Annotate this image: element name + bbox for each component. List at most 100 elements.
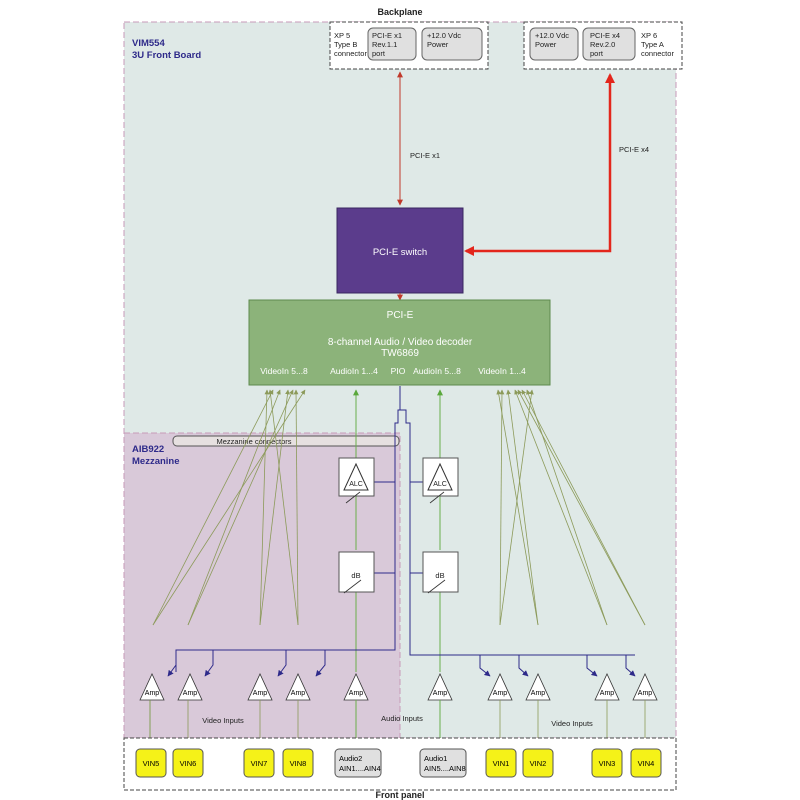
video-line (526, 389, 608, 626)
video-inputs-label-right: Video Inputs (551, 719, 593, 728)
input-vin5-label: VIN5 (143, 759, 160, 768)
pio-line (167, 650, 177, 677)
input-vin8-label: VIN8 (290, 759, 307, 768)
pcie-x4-link (464, 73, 615, 256)
svg-text:dB: dB (351, 571, 360, 580)
pcie-switch (336, 207, 464, 294)
pcie-x1-label: PCI-E x1 (410, 151, 440, 160)
front-panel (123, 737, 677, 791)
input-vin1-label: VIN1 (493, 759, 510, 768)
svg-text:Amp: Amp (493, 690, 508, 697)
svg-text:ALC: ALC (433, 481, 447, 488)
decoder-bus-label: PCI-E (387, 310, 414, 321)
svg-text:Amp: Amp (638, 690, 653, 697)
video-line (187, 389, 281, 626)
alc-block-left: ALC (338, 457, 375, 504)
video-line (506, 389, 539, 626)
xp5-power-label: +12.0 Vdc Power (427, 31, 463, 49)
input-vin2 (522, 748, 554, 778)
pio-line (518, 655, 529, 677)
input-vin2-label: VIN2 (530, 759, 547, 768)
input-vin1 (485, 748, 517, 778)
pio-line (315, 650, 326, 677)
video-line (293, 389, 299, 626)
mezzanine-name: AIB922 Mezzanine (132, 444, 180, 467)
video-line (187, 389, 294, 626)
video-line (521, 389, 646, 626)
db-block-right: dB (422, 551, 459, 594)
port-audio-1-4: AudioIn 1...4 (330, 366, 378, 376)
svg-text:Amp: Amp (183, 690, 198, 697)
pio-line (277, 650, 287, 677)
video-line (152, 389, 306, 626)
video-line (499, 389, 505, 626)
input-vin5 (135, 748, 167, 778)
xp6-power-port (529, 27, 579, 61)
video-inputs-label-left: Video Inputs (202, 716, 244, 725)
decoder-chip: TW6869 (381, 348, 419, 359)
front-panel-title: Front panel (376, 790, 425, 800)
pio-line (479, 655, 491, 677)
video-line (514, 389, 608, 626)
xp6-power-label: +12.0 Vdc Power (535, 31, 571, 49)
input-audio2 (334, 748, 382, 778)
pcie-x4-label: PCI-E x4 (619, 145, 649, 154)
svg-text:ALC: ALC (349, 481, 363, 488)
xp6-pcie-port (582, 27, 636, 61)
video-line (499, 389, 534, 626)
db-block-left: dB (338, 551, 375, 594)
input-vin7 (243, 748, 275, 778)
input-vin8 (282, 748, 314, 778)
input-vin6-label: VIN6 (180, 759, 197, 768)
amp-triangle: Amp (177, 673, 203, 701)
video-line (259, 389, 270, 626)
svg-text:Amp: Amp (253, 690, 268, 697)
input-vin3 (591, 748, 623, 778)
input-audio2-label: Audio2 AIN1....AIN4 (339, 754, 381, 773)
xp5-label: XP 5 Type B connector (334, 31, 367, 58)
svg-text:Amp: Amp (291, 690, 306, 697)
mezzanine-connectors-label: Mezzanine connectors (216, 437, 291, 446)
amp-triangle: Amp (139, 673, 165, 701)
port-pio: PIO (391, 366, 406, 376)
port-audio-5-8: AudioIn 5...8 (413, 366, 461, 376)
pio-line (204, 650, 214, 677)
input-vin7-label: VIN7 (251, 759, 268, 768)
backplane-title: Backplane (377, 7, 422, 17)
xp6-label: XP 6 Type A connector (641, 31, 674, 58)
port-video-1-4: VideoIn 1...4 (478, 366, 526, 376)
mezzanine-connectors (172, 435, 400, 447)
svg-text:Amp: Amp (433, 690, 448, 697)
pcie-switch-label: PCI-E switch (373, 247, 427, 258)
pio-line (625, 655, 636, 677)
input-audio1 (419, 748, 467, 778)
video-line (517, 389, 646, 626)
decoder-title: 8-channel Audio / Video decoder (328, 337, 473, 348)
audio-inputs-label: Audio Inputs (381, 714, 423, 723)
port-video-5-8: VideoIn 5...8 (260, 366, 308, 376)
xp6-pcie-label: PCI-E x4 Rev.2.0 port (590, 31, 622, 58)
av-decoder (248, 299, 551, 386)
input-vin3-label: VIN3 (599, 759, 616, 768)
input-audio1-label: Audio1 AIN5....AIN8 (424, 754, 466, 773)
alc-block-right: ALC (422, 457, 459, 504)
input-vin4 (630, 748, 662, 778)
pio-line (586, 655, 598, 677)
xp5-pcie-port (367, 27, 417, 61)
xp5-pcie-label: PCI-E x1 Rev.1.1 port (372, 31, 404, 58)
video-line (268, 389, 299, 626)
board-name: VIM554 3U Front Board (132, 38, 201, 61)
svg-text:Amp: Amp (349, 690, 364, 697)
input-vin4-label: VIN4 (638, 759, 655, 768)
video-line (259, 389, 290, 626)
svg-text:Amp: Amp (145, 690, 160, 697)
xp5-power-port (421, 27, 483, 61)
svg-text:Amp: Amp (600, 690, 615, 697)
svg-text:dB: dB (435, 571, 444, 580)
video-line (496, 389, 539, 626)
video-line (152, 389, 274, 626)
pio-line (398, 409, 635, 656)
input-vin6 (172, 748, 204, 778)
svg-text:Amp: Amp (531, 690, 546, 697)
